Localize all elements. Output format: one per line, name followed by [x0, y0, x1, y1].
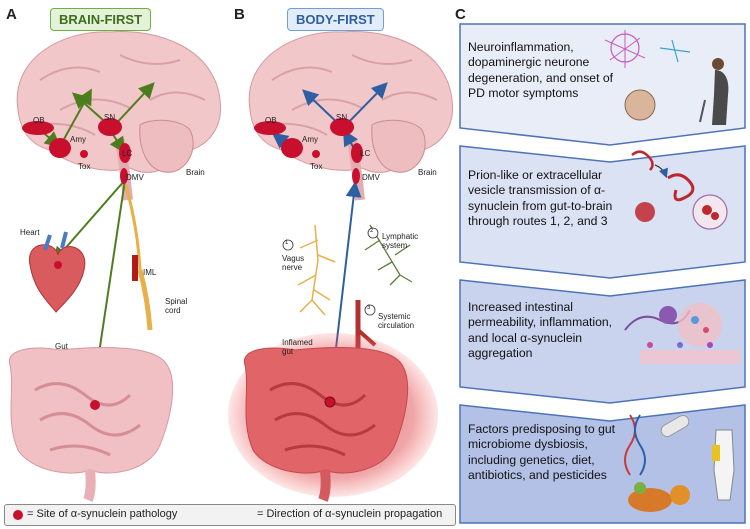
spinal-cord-illustration	[132, 255, 153, 331]
card-3: Increased intestinal permeability, infla…	[460, 280, 745, 387]
label-amy-a: Amy	[70, 135, 86, 144]
card-2-illustration	[631, 150, 728, 230]
brain-first-title: BRAIN-FIRST	[50, 8, 152, 31]
legend-site-dot	[13, 510, 23, 520]
card-1-text: Neuroinflammation, dopaminergic neurone …	[468, 40, 614, 101]
label-ob-a: OB	[33, 116, 45, 125]
lymphatic-illustration	[364, 224, 413, 286]
route-2-number: 2	[370, 228, 374, 234]
gut-a-illustration	[8, 347, 174, 502]
label-iml: IML	[143, 268, 157, 277]
label-amy-b: Amy	[302, 135, 318, 144]
label-sn-b: SN	[336, 113, 348, 122]
label-gut: Gut	[55, 342, 68, 351]
arrow-dmv-to-gut	[88, 179, 126, 384]
label-sn-a: SN	[104, 113, 116, 122]
vagus-nerve-illustration	[297, 224, 336, 316]
route-2-circle	[367, 227, 379, 239]
panel-letter-c: C	[455, 6, 466, 23]
card-3-illustration	[624, 303, 740, 364]
legend-site-text: = Site of α-synuclein pathology	[27, 508, 178, 520]
label-ob-b: OB	[265, 116, 277, 125]
legend-direction-text: = Direction of α-synuclein propagation	[257, 508, 443, 520]
card-4-text: Factors predisposing to gut microbiome d…	[468, 422, 616, 483]
label-systemic-circulation: Systemic circulation	[378, 312, 415, 330]
body-first-title: BODY-FIRST	[287, 8, 384, 31]
route-1-number: 1	[285, 240, 289, 246]
card-4-illustration	[624, 414, 735, 512]
brain-b-pathology-sites	[254, 118, 363, 184]
brain-a-pathology-sites	[22, 118, 131, 184]
card-2: Prion-like or extracellular vesicle tran…	[460, 146, 745, 262]
card-3-text: Increased intestinal permeability, infla…	[468, 300, 613, 361]
label-dmv-a: DMV	[126, 173, 144, 182]
card-1: Neuroinflammation, dopaminergic neurone …	[460, 24, 745, 128]
heart-illustration	[29, 231, 86, 313]
label-inflamed-gut: Inflamed gut	[282, 338, 313, 356]
panel-letter-b: B	[234, 6, 245, 23]
label-lymphatic-system: Lymphatic system	[382, 232, 419, 250]
label-lc-a: LC	[122, 149, 133, 158]
card-1-illustration	[604, 30, 729, 125]
label-tox-b: Tox	[310, 162, 323, 171]
legend: = Site of α-synuclein pathology = Direct…	[4, 504, 456, 526]
label-dmv-b: DMV	[362, 173, 380, 182]
label-vagus-nerve: Vagus nerve	[282, 254, 305, 272]
label-tox-a: Tox	[78, 162, 91, 171]
route-3-number: 3	[367, 305, 371, 311]
route-1-circle	[282, 239, 294, 251]
label-heart: Heart	[20, 228, 40, 237]
label-spinal-cord: Spinal cord	[165, 297, 188, 315]
gut-b-illustration	[228, 333, 438, 502]
label-brain-b: Brain	[418, 168, 437, 177]
card-1-shape	[459, 23, 746, 146]
card-2-text: Prion-like or extracellular vesicle tran…	[468, 168, 613, 229]
label-brain-a: Brain	[186, 168, 205, 177]
card-4: Factors predisposing to gut microbiome d…	[460, 405, 745, 523]
panel-letter-a: A	[6, 6, 17, 23]
label-lc-b: LC	[360, 149, 371, 158]
card-2-shape	[459, 145, 746, 279]
route-3-circle	[364, 304, 376, 316]
